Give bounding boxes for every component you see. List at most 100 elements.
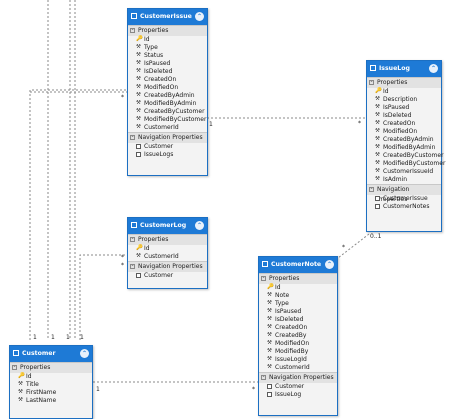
property-item[interactable]: 🔑Id bbox=[128, 245, 207, 253]
collapse-chevron-icon[interactable]: ⌃ bbox=[429, 64, 438, 73]
navigation-property-item[interactable]: Customer bbox=[128, 143, 207, 151]
property-item[interactable]: ⚒IsDeleted bbox=[367, 112, 441, 120]
collapse-section-icon[interactable]: - bbox=[130, 263, 135, 269]
navigation-section-header[interactable]: - Navigation Properties bbox=[367, 184, 441, 203]
multiplicity-label: * bbox=[121, 94, 124, 101]
key-wrench-icon: ⚒ bbox=[18, 381, 23, 387]
collapse-chevron-icon[interactable]: ⌃ bbox=[80, 349, 89, 358]
navigation-section-header[interactable]: - Navigation Properties bbox=[128, 261, 207, 272]
entity-issuelog[interactable]: IssueLog ⌃ - Properties 🔑Id ⚒Description… bbox=[366, 60, 445, 232]
property-name: IsPaused bbox=[275, 308, 302, 315]
property-item[interactable]: 🔑Id bbox=[10, 373, 92, 381]
property-item[interactable]: ⚒ModifiedBy bbox=[259, 348, 337, 356]
entity-header[interactable]: CustomerNote ⌃ bbox=[259, 257, 337, 273]
collapse-section-icon[interactable]: - bbox=[130, 236, 135, 242]
collapse-chevron-icon[interactable]: ⌃ bbox=[195, 12, 204, 21]
navigation-property-item[interactable]: Customer bbox=[128, 272, 207, 280]
property-item[interactable]: ⚒CreatedByCustomer bbox=[367, 152, 444, 160]
key-wrench-icon: ⚒ bbox=[136, 52, 141, 58]
property-item[interactable]: ⚒CreatedOn bbox=[259, 324, 337, 332]
entity-header[interactable]: CustomerLog ⌃ bbox=[128, 218, 207, 234]
entity-header[interactable]: Customer ⌃ bbox=[10, 346, 92, 362]
property-item[interactable]: ⚒ModifiedByAdmin bbox=[367, 144, 441, 152]
property-item[interactable]: ⚒IsPaused bbox=[259, 308, 337, 316]
property-item[interactable]: ⚒CustomerId bbox=[128, 124, 207, 132]
property-item[interactable]: ⚒CreatedByCustomer bbox=[128, 108, 207, 116]
collapse-section-icon[interactable]: - bbox=[369, 186, 374, 192]
entity-customer[interactable]: Customer ⌃ - Properties 🔑Id ⚒Title ⚒Firs… bbox=[9, 345, 93, 419]
key-wrench-icon: ⚒ bbox=[375, 136, 380, 142]
property-item[interactable]: ⚒Type bbox=[259, 300, 337, 308]
navigation-section-header[interactable]: - Navigation Properties bbox=[128, 132, 207, 143]
property-item[interactable]: ⚒ModifiedByCustomer bbox=[128, 116, 207, 124]
navigation-property-item[interactable]: CustomerIssue bbox=[367, 195, 441, 203]
property-item[interactable]: 🔑Id bbox=[128, 36, 207, 44]
property-item[interactable]: ⚒IssueLogId bbox=[259, 356, 337, 364]
collapse-chevron-icon[interactable]: ⌃ bbox=[325, 260, 334, 269]
property-item[interactable]: ⚒Status bbox=[128, 52, 207, 60]
property-item[interactable]: ⚒LastName bbox=[10, 397, 92, 405]
collapse-chevron-icon[interactable]: ⌃ bbox=[195, 221, 204, 230]
navigation-section-header[interactable]: - Navigation Properties bbox=[259, 372, 337, 383]
property-item[interactable]: ⚒IsPaused bbox=[128, 60, 207, 68]
property-item[interactable]: ⚒ModifiedOn bbox=[128, 84, 207, 92]
property-name: ModifiedBy bbox=[275, 348, 309, 355]
entity-customernote[interactable]: CustomerNote ⌃ - Properties 🔑Id ⚒Note ⚒T… bbox=[258, 256, 338, 416]
property-item[interactable]: ⚒CreatedOn bbox=[128, 76, 207, 84]
connector-customer-customerlog bbox=[79, 254, 127, 340]
properties-section-header[interactable]: - Properties bbox=[10, 362, 92, 373]
property-item[interactable]: 🔑Id bbox=[367, 88, 441, 96]
property-item[interactable]: ⚒CreatedByAdmin bbox=[367, 136, 441, 144]
key-wrench-icon: ⚒ bbox=[136, 116, 141, 122]
property-item[interactable]: ⚒Note bbox=[259, 292, 337, 300]
property-name: IsDeleted bbox=[275, 316, 304, 323]
property-item[interactable]: ⚒FirstName bbox=[10, 389, 92, 397]
property-item[interactable]: ⚒CustomerId bbox=[259, 364, 337, 372]
property-item[interactable]: ⚒CustomerId bbox=[128, 253, 207, 261]
key-wrench-icon: ⚒ bbox=[136, 92, 141, 98]
navigation-property-item[interactable]: CustomerNotes bbox=[367, 203, 441, 211]
property-name: CreatedByCustomer bbox=[383, 152, 444, 159]
property-item[interactable]: ⚒Title bbox=[10, 381, 92, 389]
entity-header[interactable]: CustomerIssue ⌃ bbox=[128, 9, 207, 25]
property-item[interactable]: ⚒Type bbox=[128, 44, 207, 52]
section-label: Navigation Properties bbox=[377, 186, 410, 203]
property-item[interactable]: ⚒IsPaused bbox=[367, 104, 441, 112]
property-item[interactable]: ⚒CustomerIssueId bbox=[367, 168, 441, 176]
collapse-section-icon[interactable]: - bbox=[12, 364, 17, 370]
collapse-section-icon[interactable]: - bbox=[261, 275, 266, 281]
collapse-section-icon[interactable]: - bbox=[130, 134, 135, 140]
property-item[interactable]: ⚒IsDeleted bbox=[259, 316, 337, 324]
properties-section-header[interactable]: - Properties bbox=[259, 273, 337, 284]
navigation-property-name: IssueLogs bbox=[144, 151, 174, 158]
property-item[interactable]: ⚒CreatedOn bbox=[367, 120, 441, 128]
collapse-section-icon[interactable]: - bbox=[261, 374, 266, 380]
property-name: CreatedOn bbox=[383, 120, 416, 127]
property-item[interactable]: ⚒ModifiedOn bbox=[367, 128, 441, 136]
navigation-property-item[interactable]: Customer bbox=[259, 383, 337, 391]
key-wrench-icon: ⚒ bbox=[375, 144, 380, 150]
collapse-section-icon[interactable]: - bbox=[130, 27, 135, 33]
property-item[interactable]: ⚒Description bbox=[367, 96, 441, 104]
property-item[interactable]: ⚒ModifiedByCustomer bbox=[367, 160, 445, 168]
property-item[interactable]: ⚒CreatedByAdmin bbox=[128, 92, 207, 100]
property-item[interactable]: ⚒IsDeleted bbox=[128, 68, 207, 76]
property-item[interactable]: ⚒CreatedBy bbox=[259, 332, 337, 340]
entity-customerissue[interactable]: CustomerIssue ⌃ - Properties 🔑Id ⚒Type ⚒… bbox=[127, 8, 208, 176]
collapse-section-icon[interactable]: - bbox=[369, 79, 374, 85]
entity-customerlog[interactable]: CustomerLog ⌃ - Properties 🔑Id ⚒Customer… bbox=[127, 217, 208, 289]
property-item[interactable]: 🔑Id bbox=[259, 284, 337, 292]
properties-section-header[interactable]: - Properties bbox=[128, 234, 207, 245]
key-wrench-icon: ⚒ bbox=[375, 168, 380, 174]
navigation-property-item[interactable]: IssueLog bbox=[259, 391, 337, 399]
navigation-property-item[interactable]: IssueLogs bbox=[128, 151, 207, 159]
properties-section-header[interactable]: - Properties bbox=[128, 25, 207, 36]
property-item[interactable]: ⚒ModifiedOn bbox=[259, 340, 337, 348]
property-name: ModifiedOn bbox=[144, 84, 179, 91]
multiplicity-label: * bbox=[121, 262, 124, 269]
property-item[interactable]: ⚒ModifiedByAdmin bbox=[128, 100, 207, 108]
property-item[interactable]: ⚒IsAdmin bbox=[367, 176, 441, 184]
properties-section-header[interactable]: - Properties bbox=[367, 77, 441, 88]
entity-header[interactable]: IssueLog ⌃ bbox=[367, 61, 441, 77]
